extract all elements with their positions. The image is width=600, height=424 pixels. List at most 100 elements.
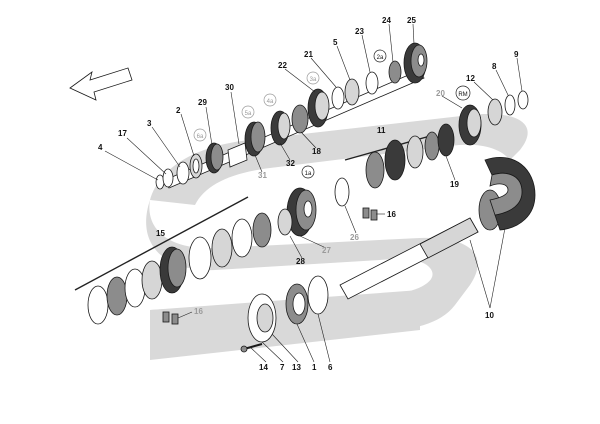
output-shaft-group <box>339 157 536 300</box>
gear-marker-4th: 4a <box>263 93 277 107</box>
callout-17: 17 <box>118 129 127 138</box>
gear-19 <box>437 123 455 157</box>
synchro-15-e <box>188 236 212 280</box>
callout-21: 21 <box>304 50 313 59</box>
svg-text:4a: 4a <box>267 99 274 105</box>
gear-marker-2nd: 2a <box>373 49 387 63</box>
ring-17 <box>162 168 174 188</box>
callout-28: 28 <box>296 257 305 266</box>
callout-23: 23 <box>355 27 364 36</box>
callout-9: 9 <box>514 50 519 59</box>
callout-11: 11 <box>377 126 386 135</box>
synchro-11-a <box>365 151 385 189</box>
callout-labels: 4 17 3 2 29 30 32 18 22 21 5 23 24 25 9 … <box>98 16 519 372</box>
pin-16c <box>162 311 170 323</box>
svg-text:RM: RM <box>458 92 467 98</box>
synchro-11-d <box>424 131 440 161</box>
gear-markers: 6a 5a 4a 3a 2a 1a RM <box>193 49 471 179</box>
pin-16d <box>171 313 179 325</box>
synchro-15-g <box>231 218 253 258</box>
flange-6 <box>307 275 329 315</box>
synchro-stack-15 <box>87 212 272 325</box>
gear-15-main-face <box>167 248 187 288</box>
callout-labels-grey: 31 20 26 27 16 <box>194 89 445 316</box>
callout-3: 3 <box>147 119 152 128</box>
pin-16a <box>362 207 370 219</box>
bushing-30 <box>227 142 248 168</box>
callout-24: 24 <box>382 16 391 25</box>
output-shaft-splines <box>419 217 479 259</box>
synchro-15-f <box>211 228 233 268</box>
gear-32-face <box>277 112 291 140</box>
secondary-shaft-end-parts <box>334 90 529 221</box>
crown-wheel-10-teeth <box>489 172 523 216</box>
synchro-15-a <box>87 285 109 325</box>
callout-18: 18 <box>312 147 321 156</box>
gear-marker-reverse: RM <box>455 85 471 101</box>
bearing-2-inner <box>192 158 200 174</box>
callout-6: 6 <box>328 363 333 372</box>
callout-5: 5 <box>333 38 338 47</box>
sleeve-18 <box>291 104 309 134</box>
svg-text:2a: 2a <box>377 55 384 61</box>
background-swoosh <box>146 114 528 360</box>
bearing-5 <box>344 78 360 106</box>
ring-8 <box>504 94 516 116</box>
gear-29-face <box>210 143 224 171</box>
callout-29: 29 <box>198 98 207 107</box>
callout-7: 7 <box>280 363 285 372</box>
callout-31: 31 <box>258 171 267 180</box>
bracket-line-15 <box>74 196 249 291</box>
bolt-14-head <box>240 345 248 353</box>
synchro-11-b <box>384 139 406 181</box>
bearing-1-inner <box>292 292 306 316</box>
ring-21 <box>331 86 345 110</box>
callout-14: 14 <box>259 363 268 372</box>
ring-3 <box>176 161 190 185</box>
callout-16-lower: 16 <box>194 307 203 316</box>
gear-marker-5th: 5a <box>241 105 255 119</box>
gear-marker-6th: 6a <box>193 128 207 142</box>
synchro-11-c <box>406 135 424 169</box>
washer-24 <box>388 60 402 84</box>
svg-text:3a: 3a <box>310 77 317 83</box>
gear-22-face <box>314 91 330 121</box>
swoosh-band-lower <box>150 290 420 360</box>
svg-text:1a: 1a <box>305 171 312 177</box>
disc-26 <box>334 177 350 207</box>
callout-15: 15 <box>156 229 165 238</box>
ring-23 <box>365 71 379 95</box>
ring-9 <box>517 90 529 110</box>
callout-12: 12 <box>466 74 475 83</box>
gear-marker-3rd: 3a <box>306 71 320 85</box>
callout-32: 32 <box>286 159 295 168</box>
direction-arrow-icon <box>69 67 133 101</box>
bearing-12 <box>487 98 503 126</box>
synchro-15-h <box>252 212 272 248</box>
gear-20-face <box>466 108 482 138</box>
upper-shaft-parts <box>155 42 428 190</box>
callout-26: 26 <box>350 233 359 242</box>
leader-lines <box>104 23 523 363</box>
callout-4: 4 <box>98 143 103 152</box>
gear-marker-1st: 1a <box>301 165 315 179</box>
callout-16-upper: 16 <box>387 210 396 219</box>
gear-28-group <box>277 187 317 237</box>
callout-8: 8 <box>492 62 497 71</box>
synchro-15-d <box>141 260 163 300</box>
flange-13-inner <box>256 303 274 333</box>
gear-25-hub <box>417 53 425 67</box>
svg-text:5a: 5a <box>245 111 252 117</box>
ring-27 <box>277 208 293 236</box>
synchro-15-b <box>106 276 128 316</box>
callout-30: 30 <box>225 83 234 92</box>
callout-22: 22 <box>278 61 287 70</box>
callout-27: 27 <box>322 246 331 255</box>
gear-31-face <box>250 121 266 153</box>
callout-13: 13 <box>292 363 301 372</box>
callout-20: 20 <box>436 89 445 98</box>
callout-1: 1 <box>312 363 317 372</box>
gear-28-hub <box>303 200 313 218</box>
callout-2: 2 <box>176 106 181 115</box>
